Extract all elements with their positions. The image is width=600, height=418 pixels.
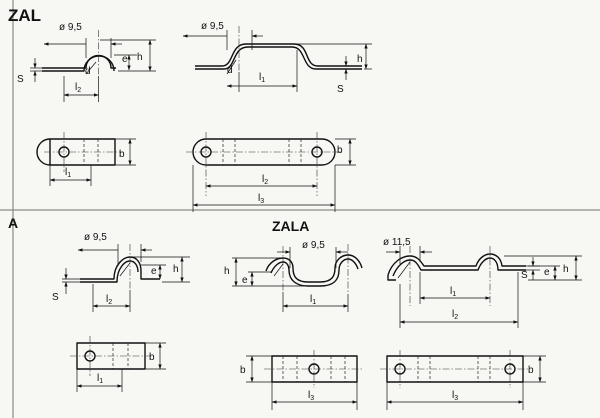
dim-l1-small: l1 bbox=[65, 167, 71, 179]
dim-h-long: h bbox=[357, 54, 363, 65]
zala-middle-plan-view: b l3 bbox=[240, 350, 364, 410]
dim-l2-zala-right: l2 bbox=[452, 309, 458, 321]
corner-letter: A bbox=[8, 215, 18, 231]
dim-l1-zala-right: l1 bbox=[450, 286, 456, 298]
dim-dia-zal-long: ø 9,5 bbox=[201, 21, 224, 32]
zal-small-side-view: d ø 9,5 e h S l2 bbox=[17, 22, 156, 102]
dim-h-a: h bbox=[173, 264, 179, 275]
a-small-side-view: ø 9,5 e h S l2 bbox=[52, 232, 190, 312]
zal-small-plan-view: b l1 bbox=[36, 132, 136, 186]
dim-b-long: b bbox=[337, 145, 343, 156]
dim-l1-long: l1 bbox=[259, 72, 265, 84]
dim-l3-long: l3 bbox=[258, 193, 264, 205]
title-zal: ZAL bbox=[8, 6, 41, 25]
dim-h-zala-mid: h bbox=[224, 266, 230, 277]
dim-b-small: b bbox=[119, 149, 125, 160]
dim-e: e bbox=[122, 54, 128, 65]
zal-long-plan-view: b l2 l3 bbox=[186, 132, 356, 212]
label-d-long: d bbox=[227, 65, 233, 76]
zala-right-side-view: ø 11,5 h e S l1 l2 bbox=[383, 237, 582, 328]
dim-h: h bbox=[137, 52, 143, 63]
a-small-plan-view: b l1 bbox=[70, 336, 166, 392]
dim-l1-a: l1 bbox=[97, 373, 103, 385]
dim-e-zala-right: e bbox=[544, 267, 550, 278]
dim-h-zala-right: h bbox=[563, 264, 569, 275]
dim-l3-zala-mid: l3 bbox=[308, 390, 314, 402]
dim-b-a: b bbox=[149, 352, 155, 363]
dim-dia-a: ø 9,5 bbox=[84, 232, 107, 243]
dim-l2-long: l2 bbox=[262, 174, 268, 186]
dim-e-zala-mid: e bbox=[242, 275, 248, 286]
dim-b-zala-right: b bbox=[528, 365, 534, 376]
dim-l3-zala-right: l3 bbox=[452, 390, 458, 402]
dim-dia-zala-mid: ø 9,5 bbox=[302, 240, 325, 251]
zala-right-plan-view: b l3 bbox=[380, 350, 546, 410]
dim-l1-zala-mid: l1 bbox=[310, 294, 316, 306]
dim-l2-a: l2 bbox=[106, 294, 112, 306]
dim-s-a: S bbox=[52, 292, 59, 303]
dim-b-zala-mid: b bbox=[240, 365, 246, 376]
dim-s-long: S bbox=[337, 84, 344, 95]
zal-long-side-view: d ø 9,5 h S l1 bbox=[182, 21, 372, 95]
label-d: d bbox=[85, 66, 91, 77]
dim-e-a: e bbox=[151, 266, 157, 277]
dim-s-zala-right: S bbox=[521, 270, 528, 281]
dim-l2-small: l2 bbox=[75, 82, 81, 94]
dim-s: S bbox=[17, 74, 24, 85]
dim-dia-zal-small: ø 9,5 bbox=[59, 22, 82, 33]
zala-middle-side-view: ø 9,5 h e l1 bbox=[224, 240, 363, 312]
title-zala: ZALA bbox=[272, 218, 309, 234]
dim-dia-zala-right: ø 11,5 bbox=[383, 237, 411, 248]
